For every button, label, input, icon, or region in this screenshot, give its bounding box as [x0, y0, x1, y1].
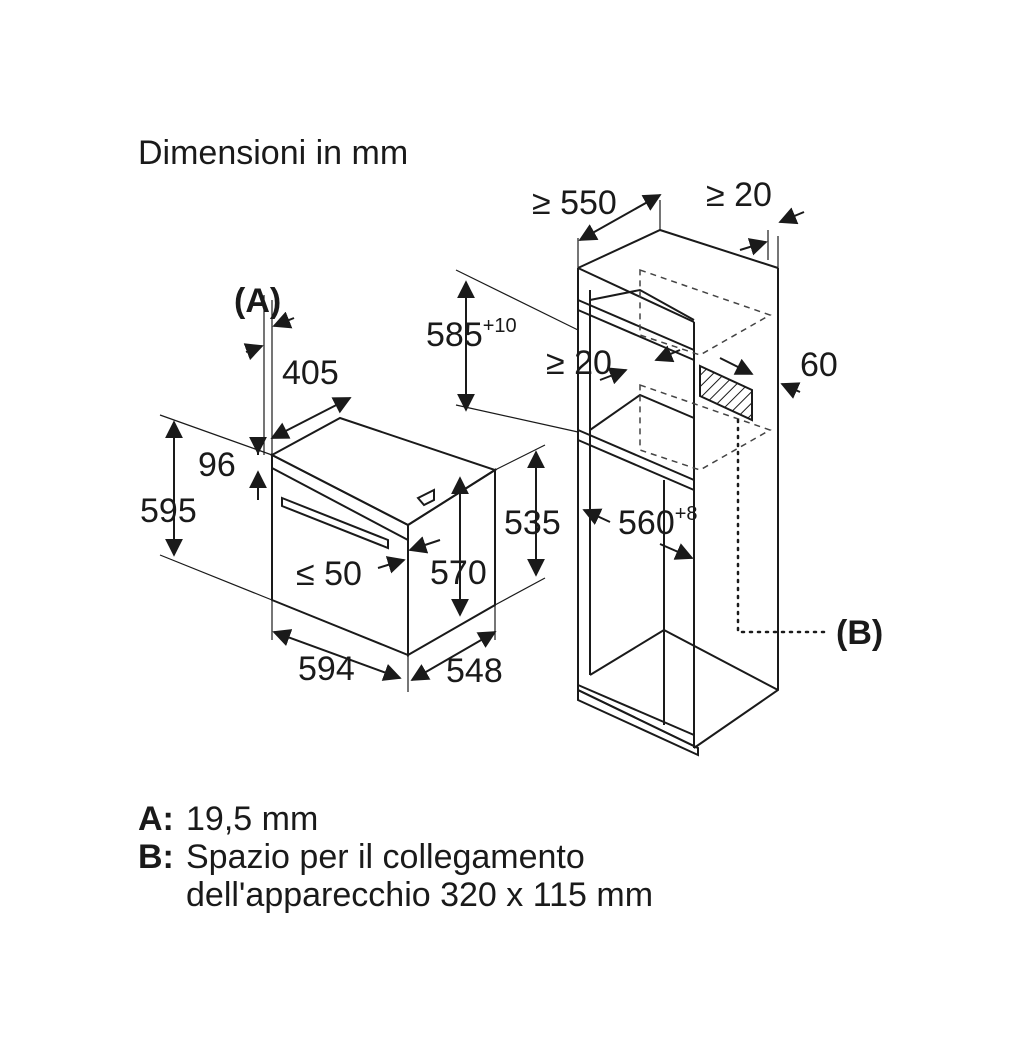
dim-560: 560+8: [618, 503, 698, 542]
label-a: (A): [234, 282, 281, 320]
legend-item-a: A: 19,5 mm: [138, 800, 318, 838]
dim-handle: ≤ 50: [296, 555, 362, 593]
dim-595: 595: [140, 492, 197, 530]
dim-20-mid: ≥ 20: [546, 344, 612, 382]
dim-570: 570: [430, 554, 487, 592]
legend-key-b: B:: [138, 838, 174, 876]
dim-550: ≥ 550: [532, 184, 617, 222]
legend-key-a: A:: [138, 800, 174, 838]
connection-leader: [736, 418, 832, 634]
legend-item-b-cont: dell'apparecchio 320 x 115 mm: [138, 876, 653, 914]
dim-594: 594: [298, 650, 355, 688]
dim-585: 585+10: [426, 315, 517, 354]
oven-top: [269, 416, 498, 527]
dim-548: 548: [446, 652, 503, 690]
dim-60: 60: [800, 346, 838, 384]
cabinet-drawing: [577, 228, 832, 757]
dim-20-top: ≥ 20: [706, 176, 772, 214]
dim-535: 535: [504, 504, 561, 542]
diagram-title: Dimensioni in mm: [138, 134, 408, 172]
cabinet-dimensions: [455, 194, 805, 560]
label-b: (B): [836, 614, 883, 652]
legend-text-a: 19,5 mm: [186, 800, 319, 838]
oven-dimensions: [159, 295, 546, 692]
legend-item-b: B: Spazio per il collegamento: [138, 838, 585, 876]
legend-text-b: Spazio per il collegamento: [186, 838, 585, 876]
legend-text-b-cont: dell'apparecchio 320 x 115 mm: [186, 876, 654, 914]
hatched-opening: [699, 364, 753, 422]
oven-drawing: [269, 416, 498, 657]
dim-96: 96: [198, 446, 236, 484]
oven-handle: [281, 496, 389, 550]
dim-405: 405: [282, 354, 339, 392]
